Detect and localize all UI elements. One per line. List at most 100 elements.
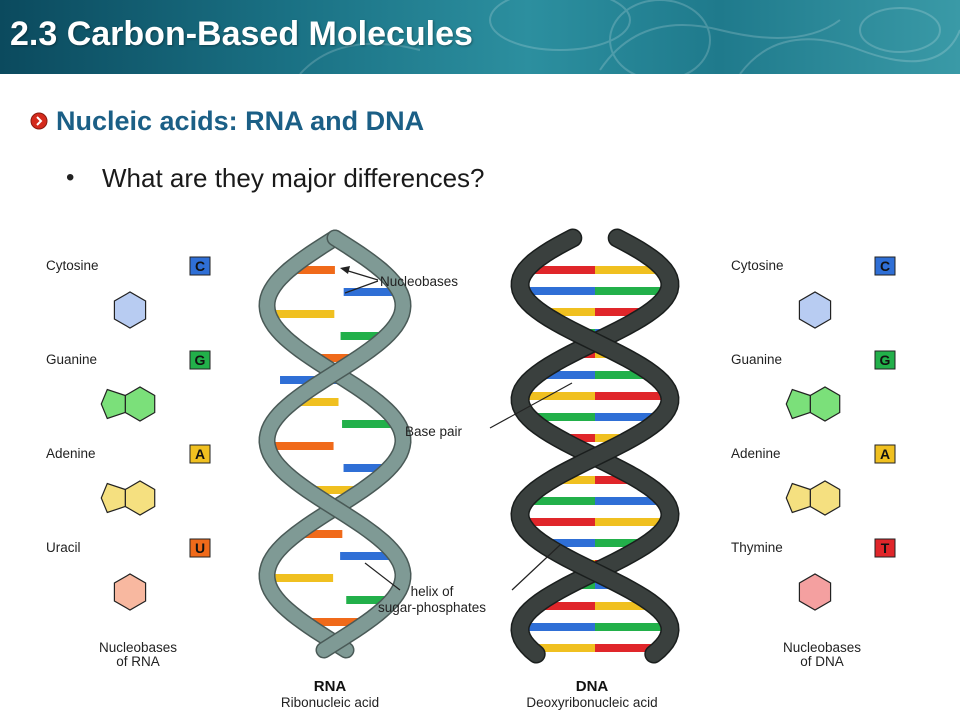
dna-base-left xyxy=(526,392,595,400)
legend-cytosine-name: Cytosine xyxy=(46,258,99,273)
header-background-pattern xyxy=(299,0,960,74)
subtitle-bullet-icon xyxy=(30,112,48,130)
legend-cytosine-molecule xyxy=(113,291,147,329)
legend-adenine-name: Adenine xyxy=(46,446,96,461)
legend-adenine-ring xyxy=(100,482,126,514)
legend-uracil-molecule xyxy=(113,573,147,611)
dna-legend-caption-line2: of DNA xyxy=(800,654,844,669)
rna-legend-caption-line2: of RNA xyxy=(116,654,160,669)
legend-cytosine-letter: C xyxy=(195,258,205,274)
annotation-helix: helix of sugar-phosphates xyxy=(364,544,561,615)
legend-adenine-ring xyxy=(785,482,811,514)
legend-guanine-box xyxy=(874,350,896,370)
legend-adenine-name: Adenine xyxy=(731,446,781,461)
dna-base-right xyxy=(595,287,663,295)
rna-base xyxy=(298,398,339,406)
dna-legend-caption-line1: Nucleobases xyxy=(783,640,861,655)
legend-adenine-molecule xyxy=(124,480,156,516)
rna-base xyxy=(309,618,360,626)
dna-base-right xyxy=(595,434,627,442)
dna-base-left xyxy=(556,476,595,484)
dna-full-name-label: Deoxyribonucleic acid xyxy=(526,695,657,710)
dna-base-right xyxy=(595,413,656,421)
slide-title: 2.3 Carbon-Based Molecules xyxy=(10,15,473,53)
label-base-pair: Base pair xyxy=(405,424,463,439)
rna-base xyxy=(313,486,364,494)
rna-base xyxy=(302,530,343,538)
dna-base-left xyxy=(534,413,595,421)
rna-base xyxy=(294,266,335,274)
label-helix-line1: helix of xyxy=(411,584,454,599)
rna-base xyxy=(340,332,381,340)
dna-base-right xyxy=(595,644,655,652)
legend-guanine-letter: G xyxy=(195,352,206,368)
rna-base xyxy=(273,574,334,582)
legend-adenine-box xyxy=(189,444,211,464)
rna-helix xyxy=(258,229,412,659)
legend-thymine-letter: T xyxy=(881,540,890,556)
rna-strand-1 xyxy=(259,231,411,657)
dna-base-right xyxy=(595,392,664,400)
dna-base-left xyxy=(526,623,595,631)
legend-thymine-molecule xyxy=(798,573,832,611)
dna-helix xyxy=(510,228,680,664)
legend-cytosine-name: Cytosine xyxy=(731,258,784,273)
dna-base-left xyxy=(531,266,595,274)
legend-adenine-molecule xyxy=(809,480,841,516)
dna-base-right xyxy=(595,497,659,505)
dna-strand-2 xyxy=(511,230,679,662)
legend-uracil-name: Uracil xyxy=(46,540,81,555)
annotation-base-pair: Base pair xyxy=(405,382,573,439)
slide-header: 2.3 Carbon-Based Molecules xyxy=(0,0,960,74)
rna-base xyxy=(340,552,391,560)
section-heading: Nucleic acids: RNA and DNA xyxy=(56,106,425,136)
dna-base-right xyxy=(595,518,663,526)
dna-base-right xyxy=(595,371,648,379)
rna-base xyxy=(343,288,394,296)
dna-base-right xyxy=(595,308,644,316)
dna-base-left xyxy=(531,497,595,505)
dna-base-left xyxy=(547,539,595,547)
legend-uracil-letter: U xyxy=(195,540,205,556)
rna-name-label: RNA xyxy=(314,678,347,695)
dna-base-left xyxy=(535,644,595,652)
legend-thymine-box xyxy=(874,538,896,558)
rna-full-name-label: Ribonucleic acid xyxy=(281,695,379,710)
dna-name-label: DNA xyxy=(576,678,609,695)
legend-guanine-molecule xyxy=(124,386,156,422)
legend-uracil-box xyxy=(189,538,211,558)
legend-thymine-name: Thymine xyxy=(731,540,783,555)
question-bullet: What are they major differences? xyxy=(102,163,485,193)
dna-base-left xyxy=(563,434,595,442)
legend-guanine-letter: G xyxy=(880,352,891,368)
legend-guanine-box xyxy=(189,350,211,370)
legend-guanine-ring xyxy=(100,388,126,420)
dna-base-left xyxy=(542,371,595,379)
rna-base xyxy=(342,420,393,428)
bullet-dot: • xyxy=(66,164,75,191)
rna-base xyxy=(274,310,335,318)
label-nucleobases: Nucleobases xyxy=(380,274,458,289)
rna-base xyxy=(346,596,387,604)
dna-strand-1 xyxy=(511,230,679,662)
dna-base-left xyxy=(546,308,595,316)
dna-base-right xyxy=(595,602,650,610)
label-helix-line2: sugar-phosphates xyxy=(378,600,486,615)
dna-base-left xyxy=(540,602,595,610)
legend-cytosine-box xyxy=(874,256,896,276)
legend-guanine-name: Guanine xyxy=(46,352,97,367)
legend-adenine-box xyxy=(874,444,896,464)
legend-cytosine-letter: C xyxy=(880,258,890,274)
dna-base-right xyxy=(595,266,659,274)
legend-cytosine-box xyxy=(189,256,211,276)
dna-base-left xyxy=(527,518,595,526)
rna-base xyxy=(343,464,384,472)
dna-base-right xyxy=(595,539,643,547)
rna-legend-caption-line1: Nucleobases xyxy=(99,640,177,655)
dna-base-right xyxy=(595,476,634,484)
rna-strand-2 xyxy=(259,231,411,657)
legend-cytosine-molecule xyxy=(798,291,832,329)
